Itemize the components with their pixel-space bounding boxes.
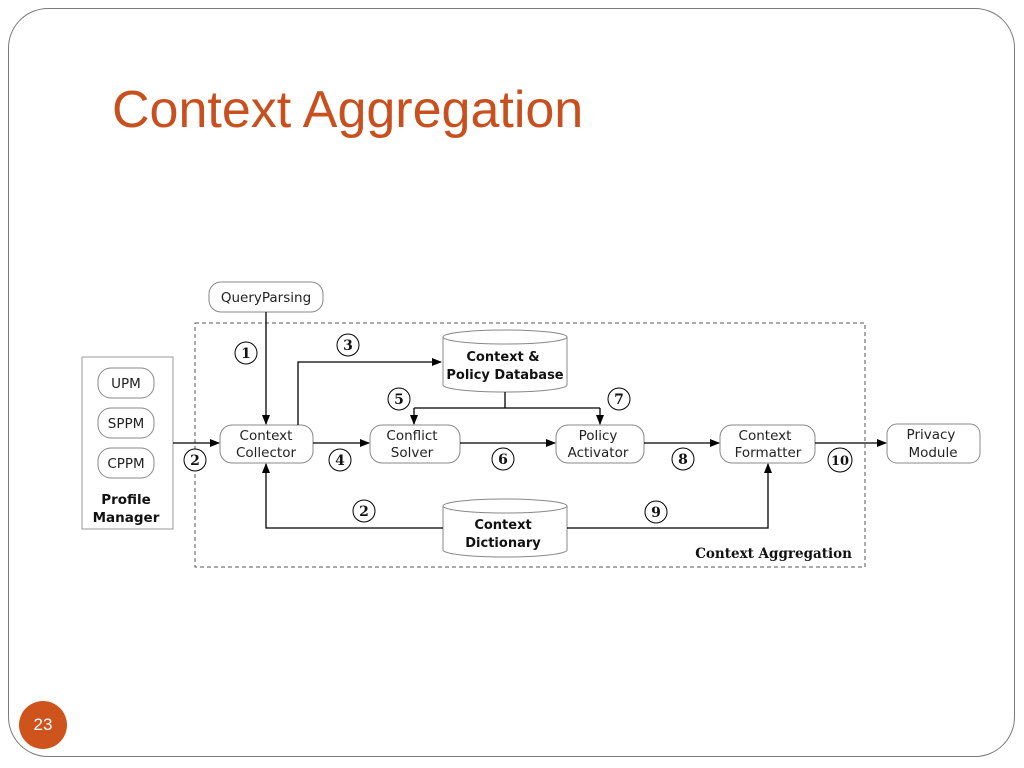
policy-database-cylinder <box>442 329 568 393</box>
privacy-module-line1: Privacy <box>907 427 956 443</box>
policy-database-line2: Policy Database <box>446 368 563 383</box>
svg-text:4: 4 <box>335 453 345 469</box>
cppm-label: CPPM <box>107 456 144 472</box>
arrow-collector-to-database <box>297 358 442 425</box>
step-3-badge: 3 <box>336 333 360 357</box>
slide-title: Context Aggregation <box>112 81 584 139</box>
conflict-solver-line1: Conflict <box>386 428 437 444</box>
profile-manager-label-line2: Manager <box>93 510 160 526</box>
svg-text:5: 5 <box>394 392 404 408</box>
policy-activator-box <box>555 424 645 464</box>
aggregation-region <box>194 322 866 568</box>
cppm-box <box>97 447 155 479</box>
slide-frame <box>8 8 1015 757</box>
upm-label: UPM <box>111 376 141 392</box>
policy-activator-line1: Policy <box>579 428 618 444</box>
svg-text:1: 1 <box>241 346 251 362</box>
profile-manager: UPM SPPM CPPM Profile Manager <box>81 356 174 530</box>
query-parsing-label: QueryParsing <box>221 290 311 306</box>
privacy-module-line2: Module <box>908 445 957 461</box>
sppm-box <box>97 407 155 439</box>
step-7-badge: 7 <box>607 387 631 411</box>
context-dictionary-cylinder <box>442 498 568 558</box>
context-collector-line1: Context <box>240 428 293 444</box>
policy-database-line1: Context & <box>466 350 539 365</box>
upm-box <box>97 367 155 399</box>
svg-text:7: 7 <box>614 392 624 408</box>
step-4-badge: 4 <box>328 448 352 472</box>
context-collector-line2: Collector <box>236 445 296 461</box>
svg-text:2: 2 <box>359 504 369 520</box>
svg-text:8: 8 <box>678 452 688 468</box>
conflict-solver-box <box>369 424 461 464</box>
slide-number-badge: 23 <box>19 701 67 749</box>
step-8-badge: 8 <box>671 447 695 471</box>
context-formatter-line2: Formatter <box>735 445 802 461</box>
svg-text:6: 6 <box>498 452 508 468</box>
context-dictionary-line2: Dictionary <box>465 536 541 551</box>
context-formatter-line1: Context <box>739 428 792 444</box>
step-9-badge: 9 <box>644 500 668 524</box>
svg-text:2: 2 <box>190 453 200 469</box>
privacy-module-box <box>886 423 981 464</box>
policy-activator-line2: Activator <box>568 445 629 461</box>
aggregation-region-label: Context Aggregation <box>695 546 852 562</box>
step-2-badge-profile: 2 <box>183 448 207 472</box>
step-1-badge: 1 <box>234 341 258 365</box>
step-2-badge-dictionary: 2 <box>352 499 376 523</box>
step-5-badge: 5 <box>387 387 411 411</box>
arrow-dictionary-to-collector <box>262 463 443 529</box>
conflict-solver-line2: Solver <box>391 445 434 461</box>
svg-text:3: 3 <box>343 338 353 354</box>
arrow-dictionary-to-formatter <box>567 463 772 529</box>
step-6-badge: 6 <box>491 447 515 471</box>
context-dictionary-line1: Context <box>474 518 531 533</box>
svg-text:10: 10 <box>831 454 849 469</box>
sppm-label: SPPM <box>108 416 145 432</box>
step-10-badge: 10 <box>827 447 853 473</box>
svg-text:9: 9 <box>651 505 661 521</box>
profile-manager-label-line1: Profile <box>101 492 151 508</box>
